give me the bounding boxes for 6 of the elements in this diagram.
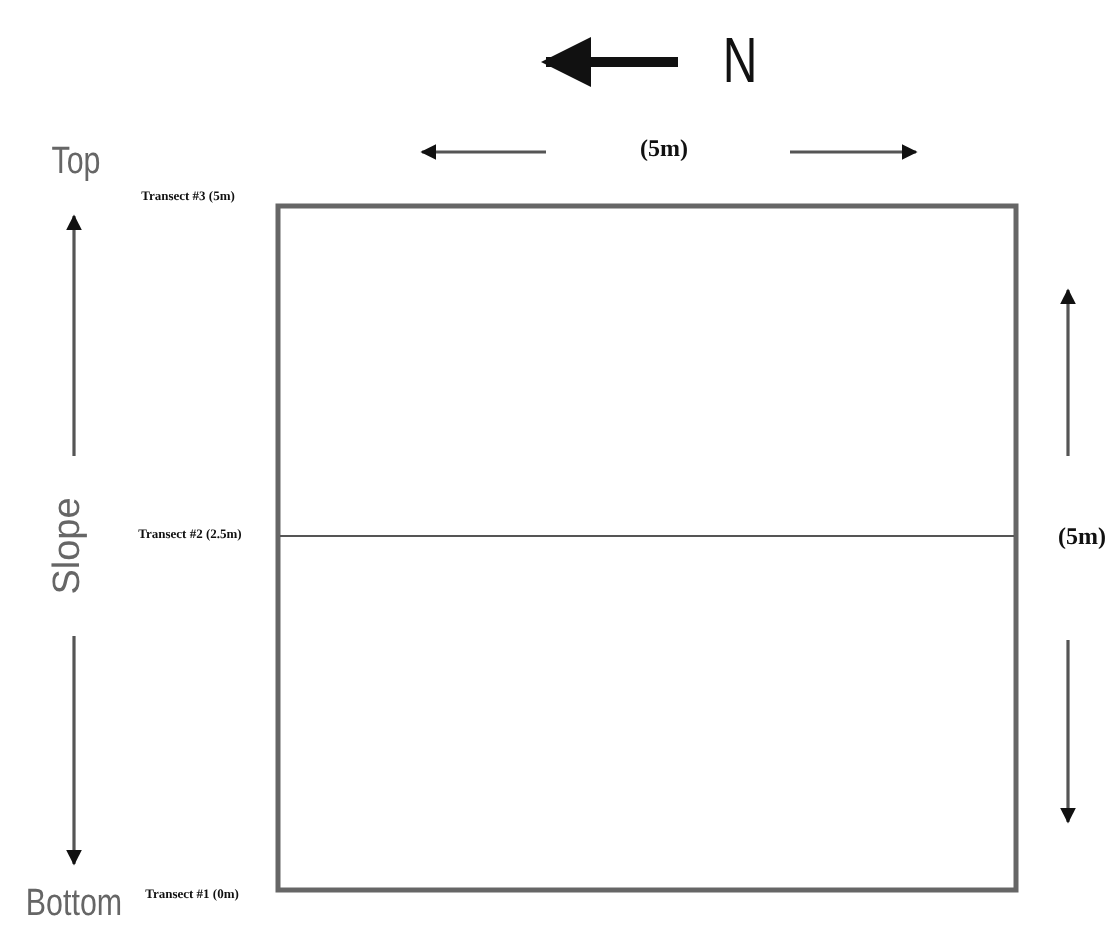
slope-end-label: Bottom xyxy=(25,885,123,923)
dimension-label: (5m) xyxy=(1058,524,1106,548)
compass-label: N xyxy=(722,28,758,92)
axis-label: Slope xyxy=(49,497,87,595)
slope-end-label: Top xyxy=(51,143,101,181)
dimension-label: (5m) xyxy=(640,136,688,160)
